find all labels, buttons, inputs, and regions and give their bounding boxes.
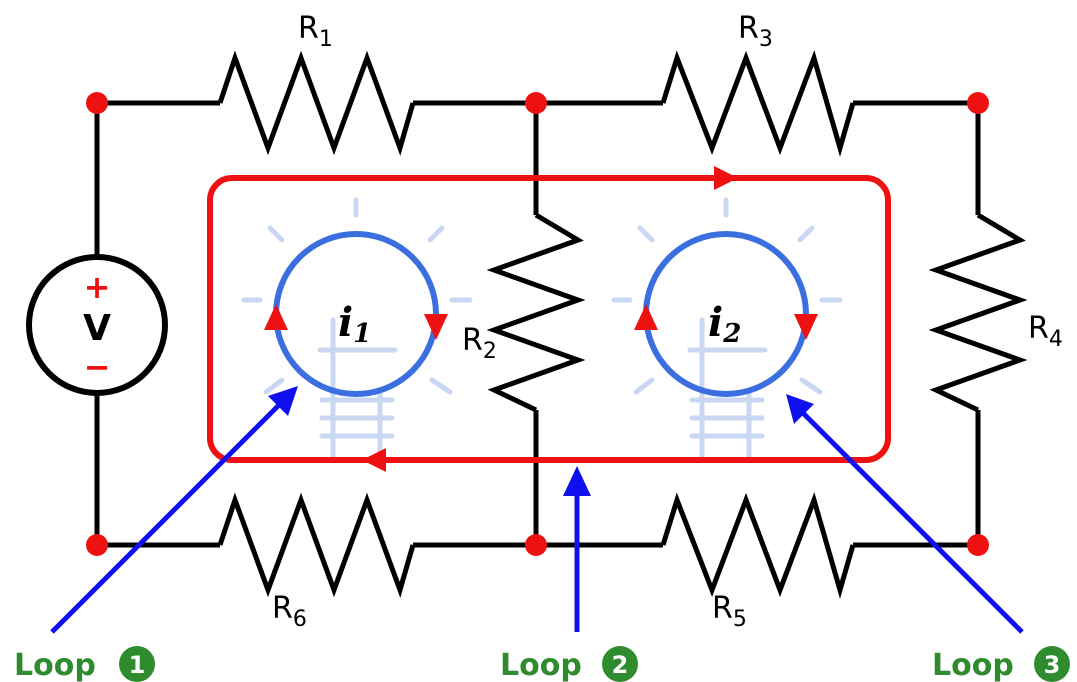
outer-loop-path [207,175,891,463]
loop-badge-1 [119,646,155,682]
node-dot [525,534,547,556]
loop-label-2: Loop 2 [500,646,638,682]
mesh-2-arrow-down [794,314,818,340]
node-dot [967,92,989,114]
label-r5: R5 [712,591,747,632]
circuit-nodes [86,92,989,556]
source-label: V [83,308,111,349]
resistor-r5 [660,492,856,600]
mesh-1-arrow-down [424,314,448,340]
current-label-i2: i2 [708,299,741,349]
resistor-r6 [217,492,416,599]
mesh-current-1-loop [273,231,439,397]
svg-text:Loop: Loop [500,648,582,682]
svg-text:1: 1 [129,651,146,679]
circuit-wires [94,100,981,548]
lightbulb-icon [611,197,843,463]
resistor-r4 [928,212,1028,413]
resistor-r1 [217,50,416,157]
label-r2: R2 [462,323,497,364]
svg-text:Loop: Loop [932,648,1014,682]
resistor-r2 [486,212,586,413]
resistor-r3 [660,50,856,158]
mesh-1-arrow-up [264,304,288,330]
loop-badge-3 [1034,646,1070,682]
svg-text:3: 3 [1044,651,1061,679]
label-r6: R6 [272,591,307,632]
mesh-2-arrow-up [634,304,658,330]
loop-badge-2 [602,646,638,682]
label-r1: R1 [298,11,333,52]
source-plus: + [84,268,111,306]
svg-text:2: 2 [612,651,629,679]
voltage-source [26,254,168,396]
label-r3: R3 [738,11,773,52]
node-dot [86,534,108,556]
node-dot [86,92,108,114]
loop-pointers [50,386,1024,634]
loop-label-3: Loop 3 [932,646,1070,682]
mesh-current-2-loop [643,231,809,397]
outer-loop-arrow-right [714,166,738,190]
svg-text:Loop: Loop [14,648,96,682]
node-dot [525,92,547,114]
node-dot [967,534,989,556]
current-label-i1: i1 [338,299,371,349]
label-r4: R4 [1028,311,1063,352]
outer-loop-arrow-left [362,448,386,472]
loop-label-1: Loop 1 [14,646,155,682]
source-minus: − [84,348,111,386]
